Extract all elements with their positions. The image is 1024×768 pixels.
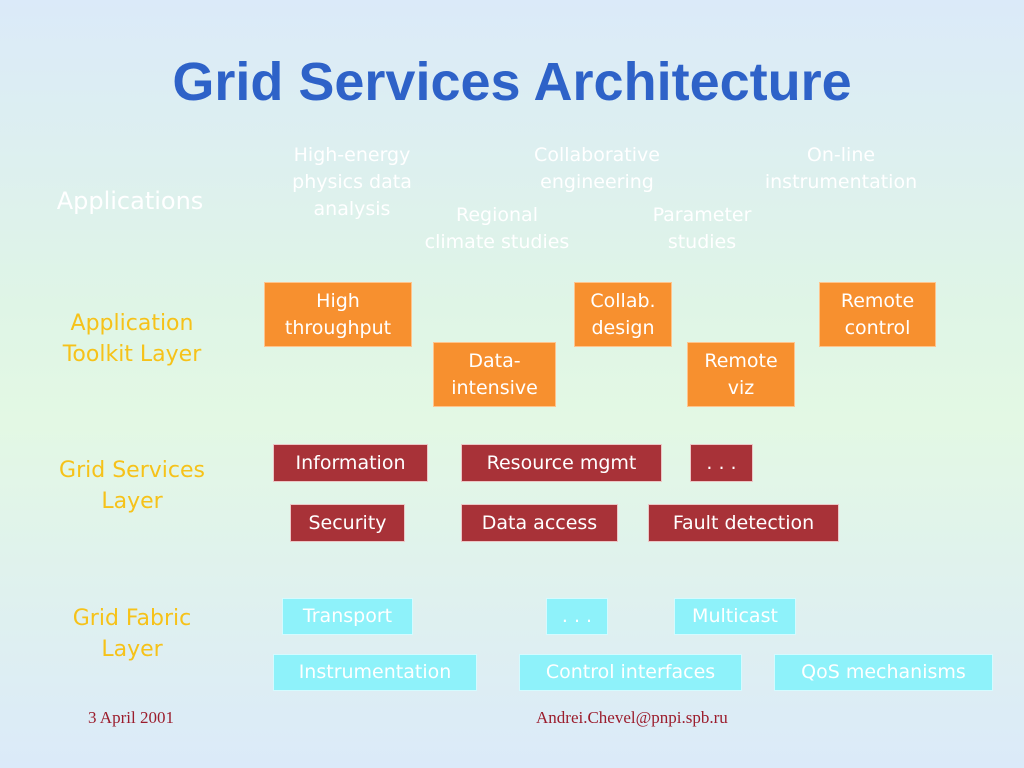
layer-label-line: Grid Services — [59, 458, 205, 483]
toolkit-box-data-intensive: Data- intensive — [433, 342, 556, 407]
application-parameter-studies: Parameter studies — [622, 202, 782, 256]
box-line: viz — [727, 377, 755, 399]
application-collab-engineering: Collaborative engineering — [507, 142, 687, 196]
application-line: On-line — [806, 144, 876, 166]
service-box-fault-detection: Fault detection — [648, 504, 839, 542]
application-online-instrumentation: On-line instrumentation — [736, 142, 946, 196]
layer-label-toolkit: Application Toolkit Layer — [32, 308, 232, 370]
box-line: Remote — [840, 290, 915, 312]
box-line: High — [316, 290, 360, 312]
box-line: design — [591, 317, 655, 339]
layer-label-services: Grid Services Layer — [32, 455, 232, 517]
layer-label-line: Grid Fabric — [72, 606, 192, 631]
fabric-box-instrumentation: Instrumentation — [273, 654, 477, 691]
layer-label-line: Layer — [101, 489, 163, 514]
service-box-resource-mgmt: Resource mgmt — [461, 444, 662, 482]
application-line: physics data — [292, 171, 412, 193]
box-line: Remote — [704, 350, 778, 372]
service-box-data-access: Data access — [461, 504, 618, 542]
slide-title: Grid Services Architecture — [172, 52, 852, 112]
footer-date: 3 April 2001 — [88, 708, 174, 727]
fabric-box-ellipsis: . . . — [546, 598, 608, 635]
layer-label-line: Application — [70, 311, 194, 336]
toolkit-box-high-throughput: High throughput — [264, 282, 412, 347]
layer-label-line: Toolkit Layer — [62, 342, 202, 367]
footer-email: Andrei.Chevel@pnpi.spb.ru — [536, 708, 728, 727]
application-regional-climate: Regional climate studies — [402, 202, 592, 256]
application-line: analysis — [313, 198, 391, 220]
service-box-information: Information — [273, 444, 428, 482]
service-box-ellipsis: . . . — [690, 444, 753, 482]
application-line: instrumentation — [764, 171, 918, 193]
application-hep: High-energy physics data analysis — [262, 142, 442, 223]
fabric-box-transport: Transport — [282, 598, 413, 635]
application-line: Regional — [456, 204, 538, 226]
application-line: climate studies — [424, 231, 570, 253]
application-line: High-energy — [293, 144, 411, 166]
layer-label-line: Layer — [101, 637, 163, 662]
fabric-box-control-interfaces: Control interfaces — [519, 654, 742, 691]
layer-label-applications: Applications — [56, 187, 204, 215]
application-line: engineering — [540, 171, 654, 193]
application-line: studies — [667, 231, 737, 253]
layer-label-fabric: Grid Fabric Layer — [32, 603, 232, 665]
application-line: Parameter — [652, 204, 752, 226]
box-line: Collab. — [590, 290, 656, 312]
toolkit-box-collab-design: Collab. design — [574, 282, 672, 347]
application-line: Collaborative — [534, 144, 660, 166]
box-line: throughput — [284, 317, 392, 339]
service-box-security: Security — [290, 504, 405, 542]
box-line: Data- — [468, 350, 521, 372]
fabric-box-qos-mechanisms: QoS mechanisms — [774, 654, 993, 691]
toolkit-box-remote-control: Remote control — [819, 282, 936, 347]
fabric-box-multicast: Multicast — [674, 598, 796, 635]
toolkit-box-remote-viz: Remote viz — [687, 342, 795, 407]
box-line: intensive — [451, 377, 538, 399]
box-line: control — [844, 317, 911, 339]
